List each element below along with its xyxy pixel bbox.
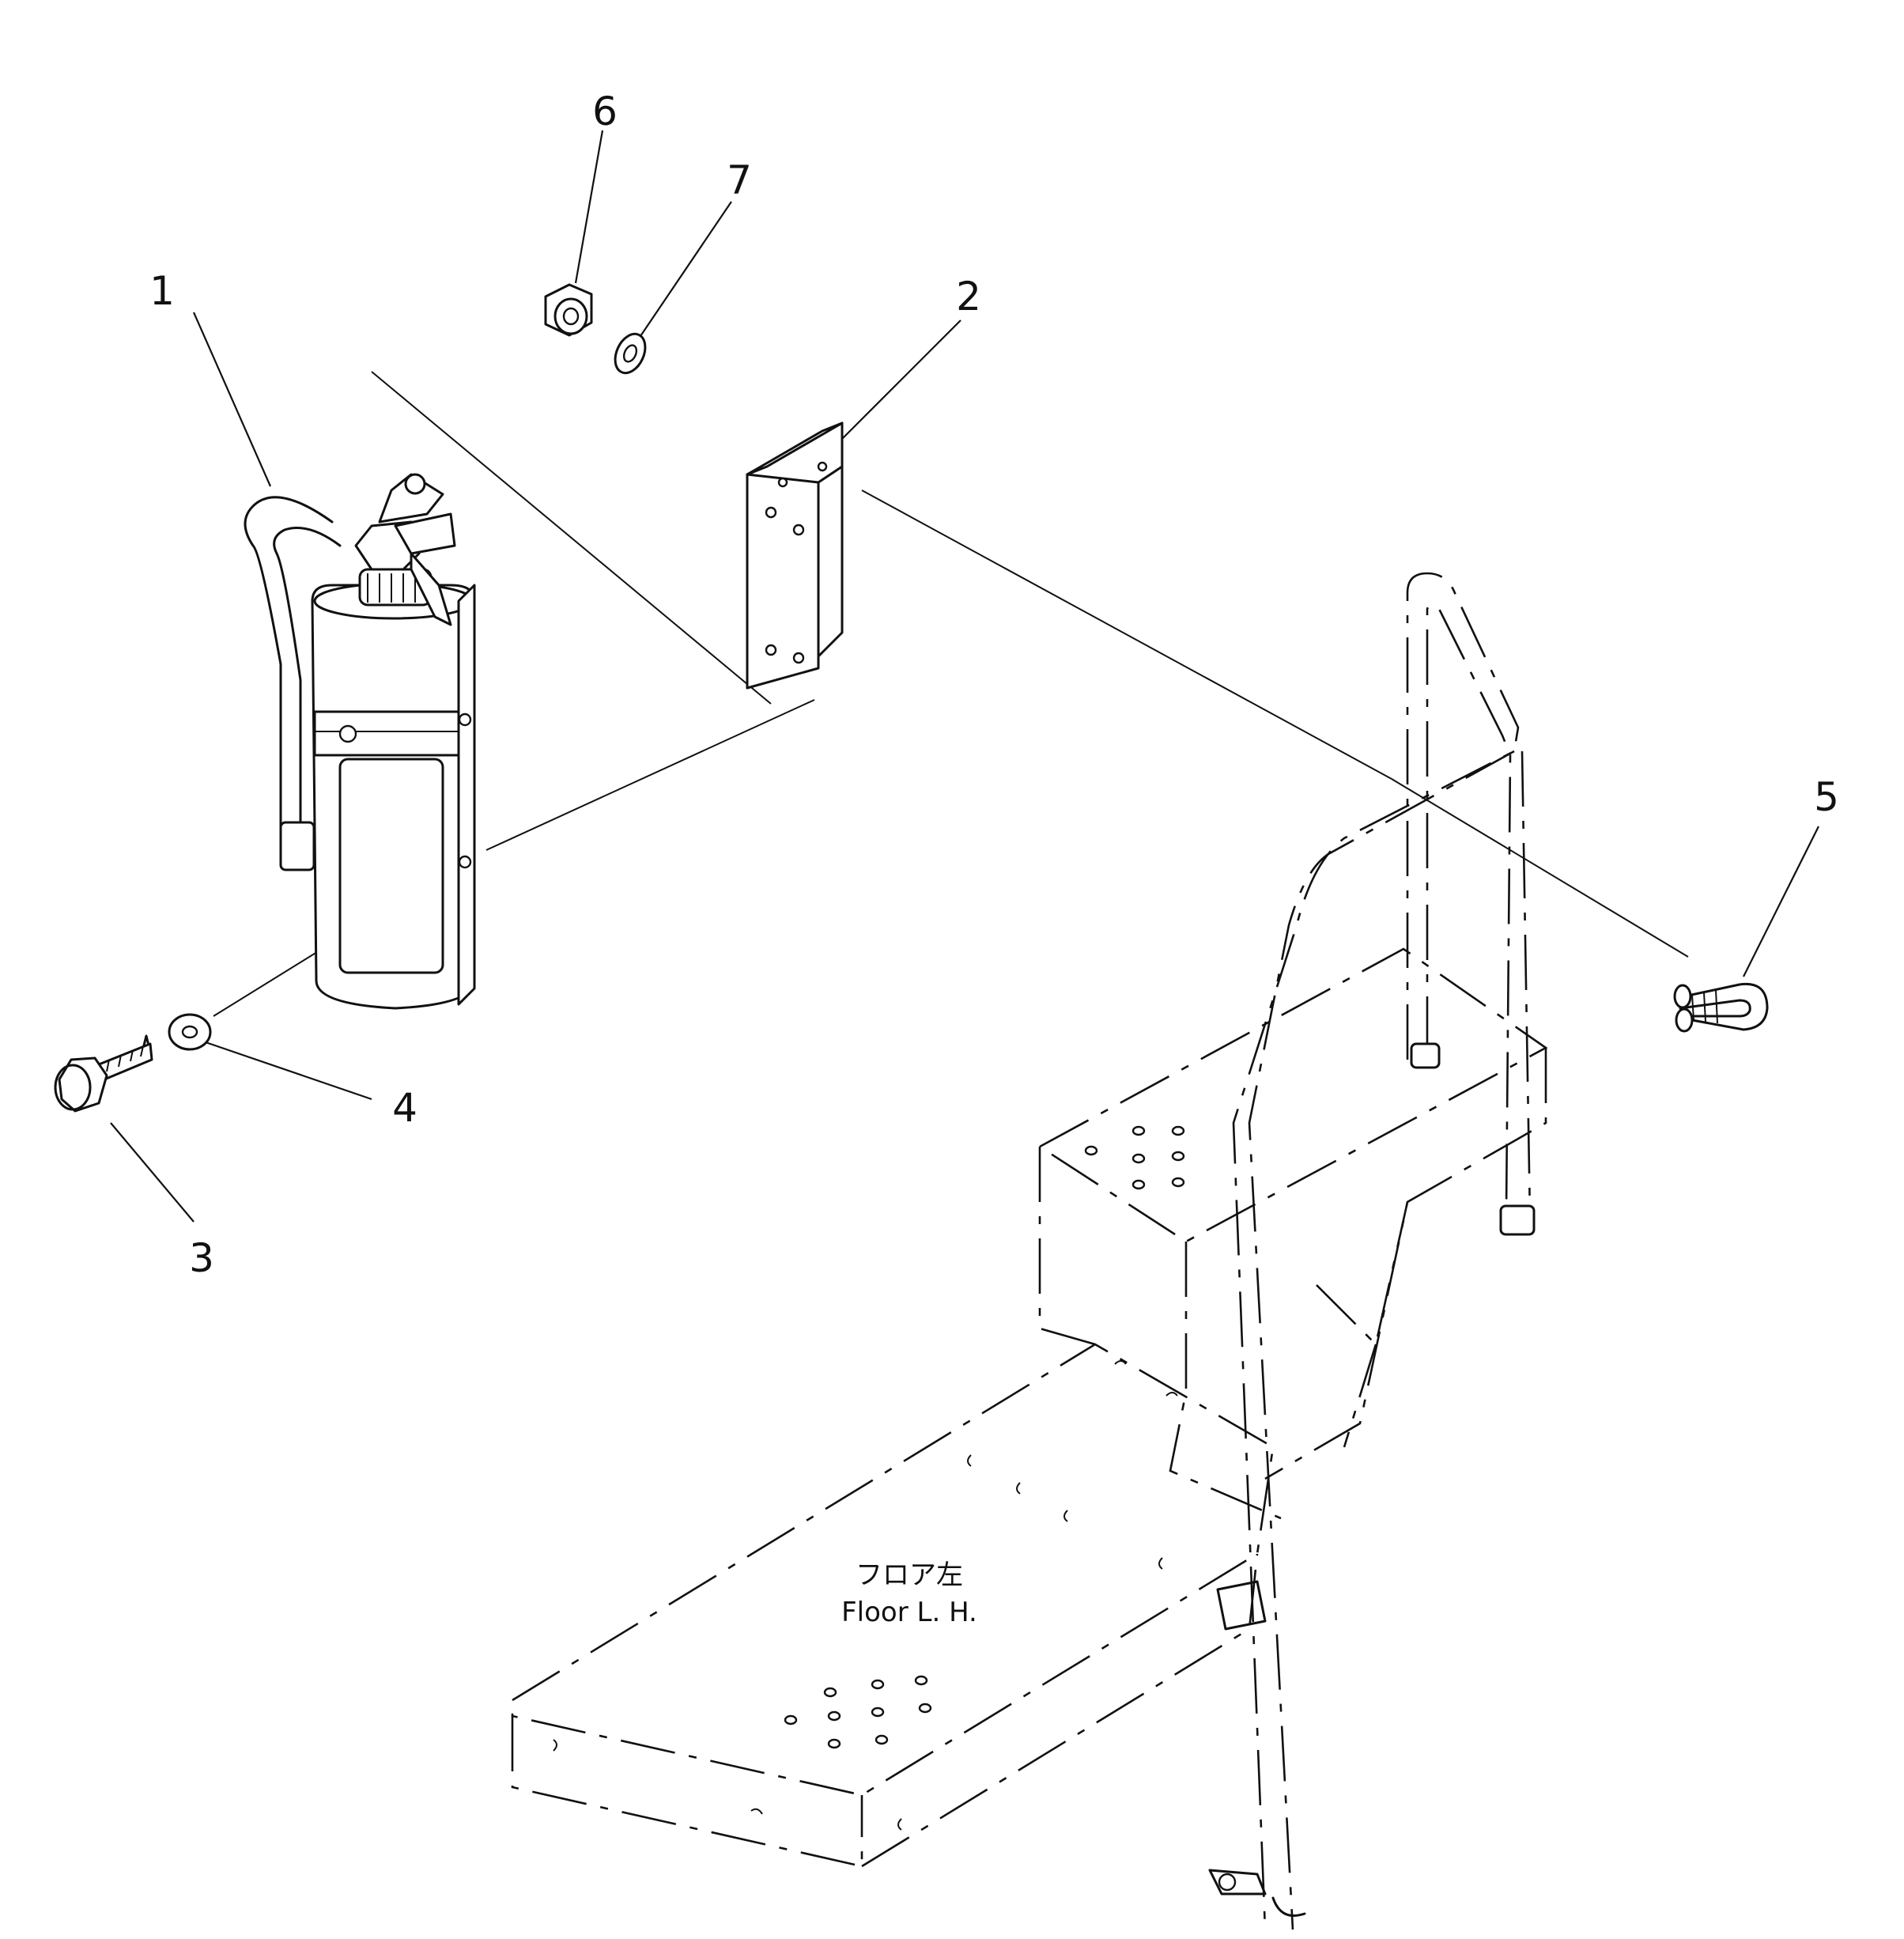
floor-lh-phantom: フロア左 Floor L. H. [511,947,1548,1868]
washer-part-7 [614,332,647,375]
handrail-phantom [1208,572,1536,1930]
callout-numbers: 1 2 3 4 5 6 7 [149,89,1839,1281]
callout-5: 5 [1814,774,1839,820]
nut-part-6 [544,283,593,337]
callout-3: 3 [189,1235,214,1281]
floor-label-english: Floor L. H. [841,1597,977,1628]
washer-part-4 [168,1013,212,1051]
bracket-part-2 [746,421,844,690]
bolt-part-3 [54,1034,153,1113]
floor-label-japanese: フロア左 [856,1559,963,1591]
fire-extinguisher-part-1 [244,473,476,1010]
callout-7: 7 [727,157,752,203]
callout-2: 2 [956,274,981,319]
callout-4: 4 [392,1085,417,1131]
u-bolt-part-5 [1673,982,1769,1033]
callout-leaders [110,130,1819,1223]
callout-6: 6 [592,89,618,134]
callout-1: 1 [149,268,175,314]
